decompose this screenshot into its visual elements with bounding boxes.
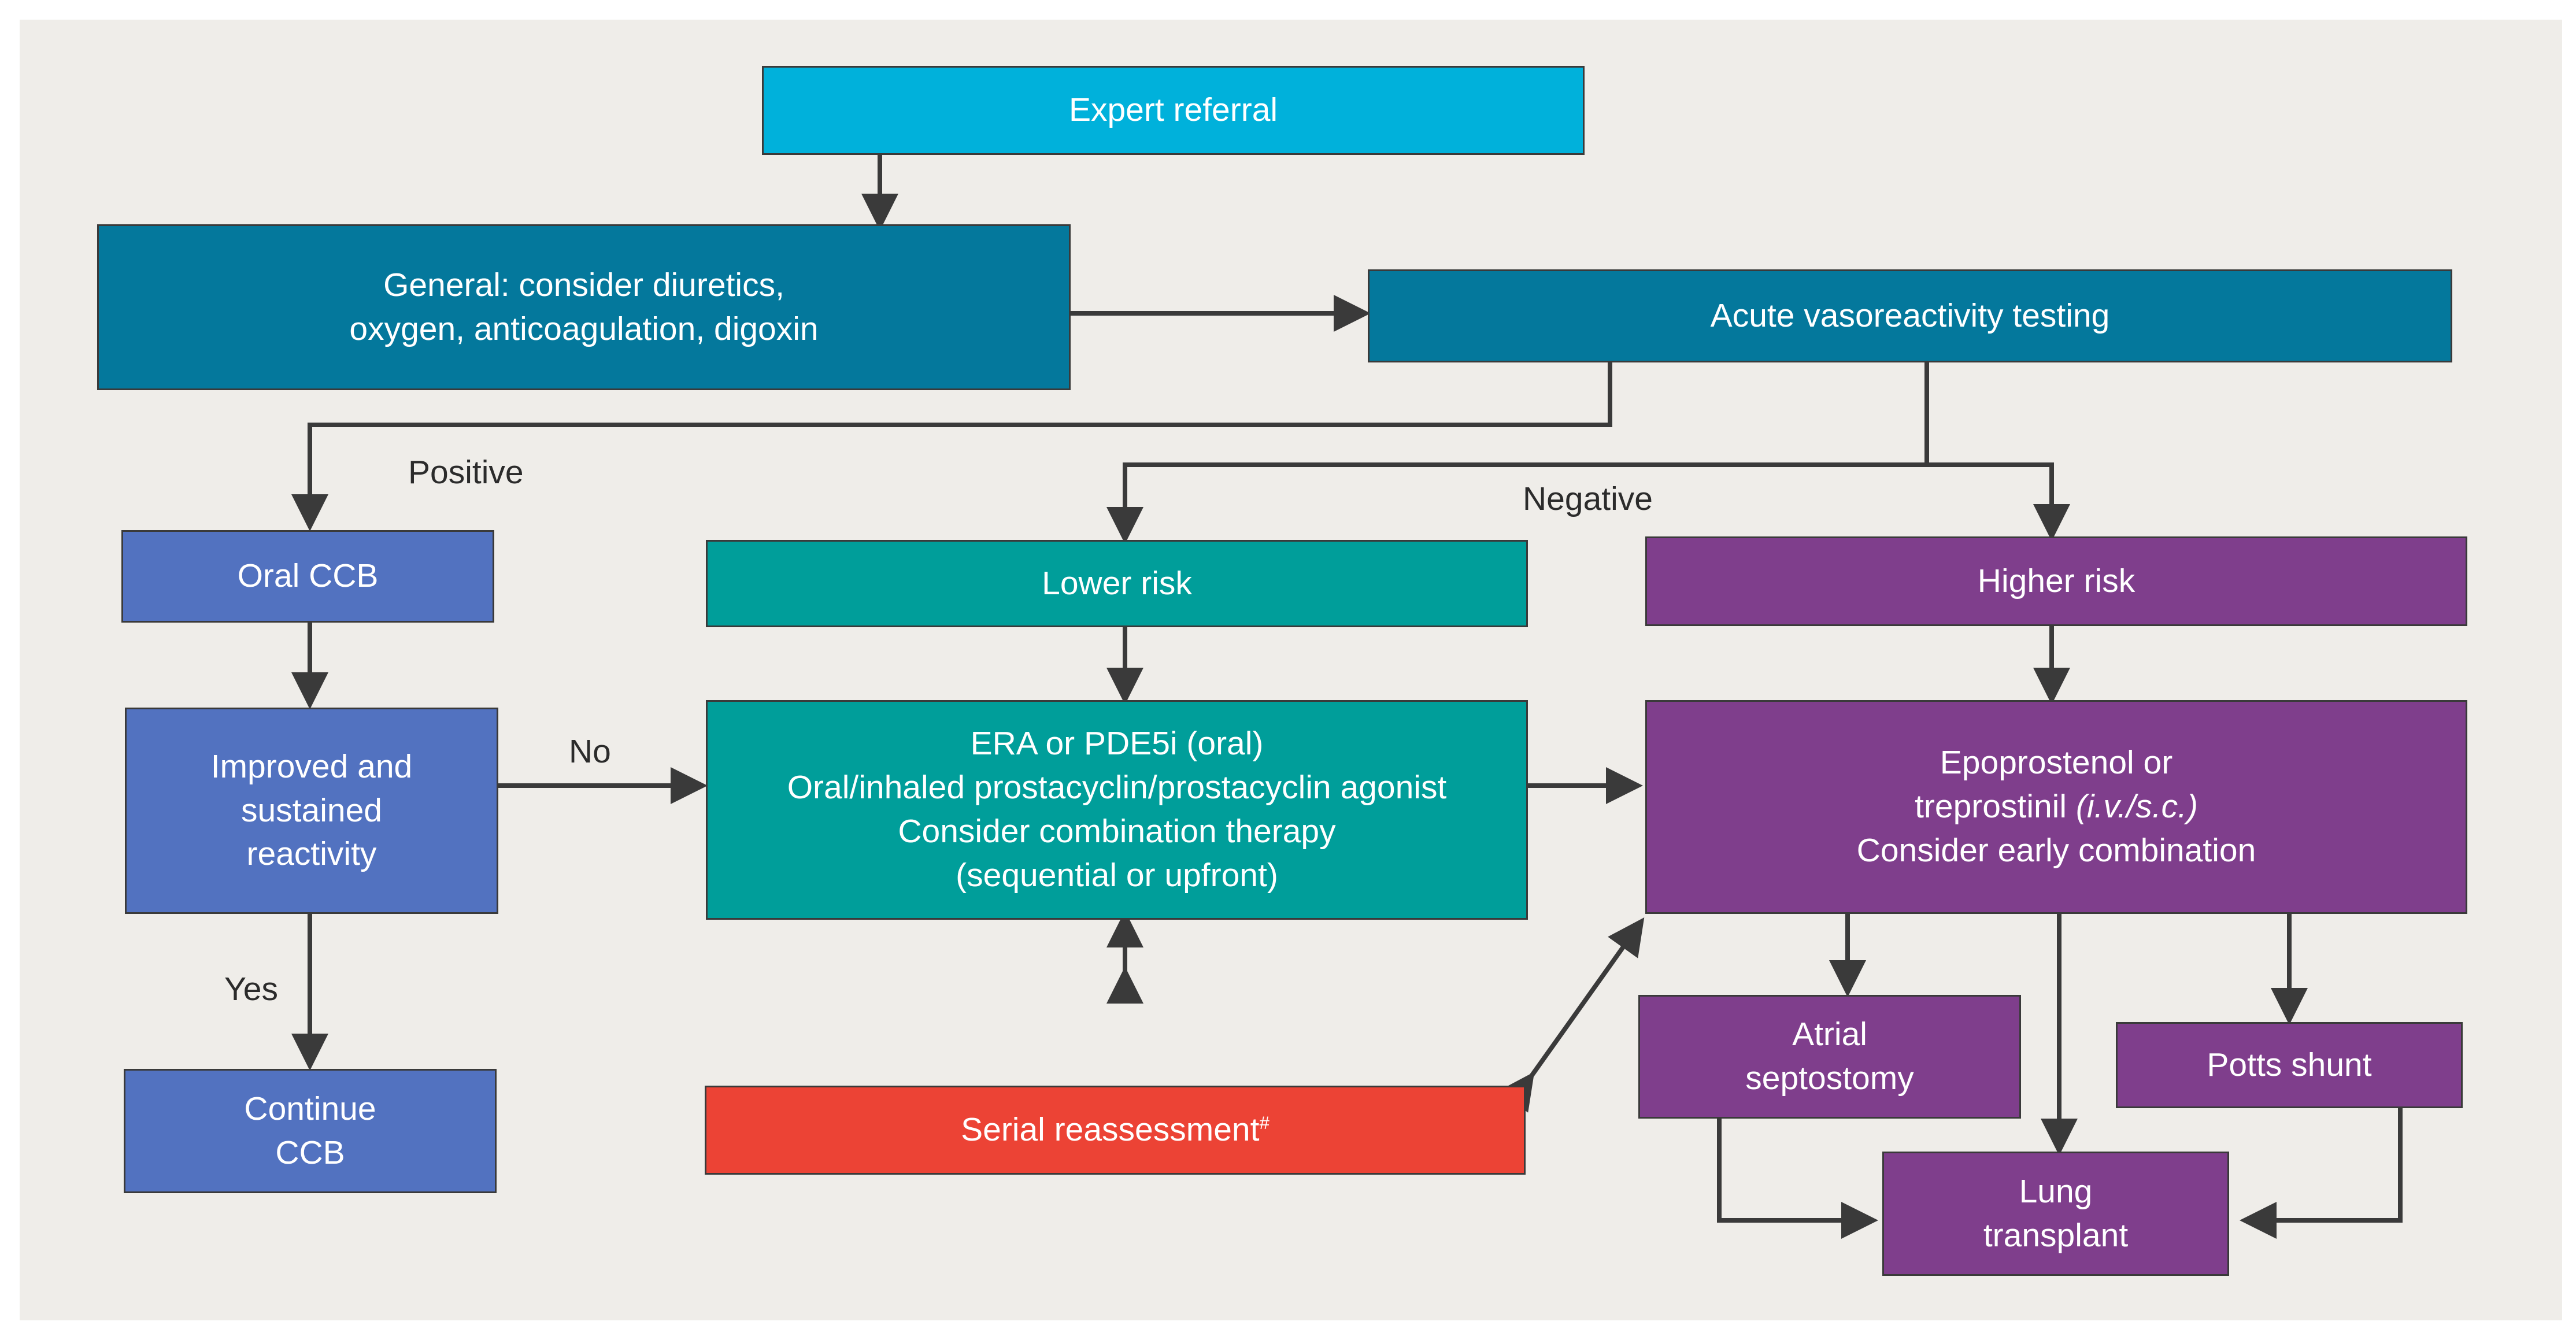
arrow-potts-to-lung xyxy=(2240,1108,2403,1239)
epoprostenol-line-1: Epoprostenol or xyxy=(1940,744,2173,782)
era-line-1: ERA or PDE5i (oral) xyxy=(970,725,1264,762)
improved-line-3: reactivity xyxy=(246,835,377,873)
lung-line-1: Lung xyxy=(2019,1172,2093,1210)
improved-line-1: Improved and xyxy=(210,747,413,785)
era-line-4: (sequential or upfront) xyxy=(956,856,1278,894)
oral-ccb-text: Oral CCB xyxy=(238,554,379,598)
general-measures-text: General: consider diuretics, oxygen, ant… xyxy=(349,264,818,351)
potts-shunt-text: Potts shunt xyxy=(2207,1043,2371,1087)
era-line-3: Consider combination therapy xyxy=(898,813,1336,850)
atrial-line-1: Atrial xyxy=(1792,1016,1867,1053)
treprostinil-label: treprostinil xyxy=(1915,788,2076,826)
continue-ccb-line-1: Continue xyxy=(244,1090,376,1127)
general-measures-line-2: oxygen, anticoagulation, digoxin xyxy=(349,310,819,347)
epoprostenol-therapy-box: Epoprostenol or treprostinil (i.v./s.c.)… xyxy=(1645,700,2467,914)
arrow-split-to-lower-risk xyxy=(1106,462,1927,544)
general-measures-box: General: consider diuretics, oxygen, ant… xyxy=(97,224,1071,390)
era-pde5i-therapy-text: ERA or PDE5i (oral) Oral/inhaled prostac… xyxy=(787,722,1447,897)
acute-vasoreactivity-testing-label: Acute vasoreactivity testing xyxy=(1710,297,2110,334)
footnote-marker: # xyxy=(1259,1113,1270,1134)
edge-label-positive: Positive xyxy=(408,454,524,491)
oral-ccb-label: Oral CCB xyxy=(237,557,379,595)
continue-ccb-box: Continue CCB xyxy=(124,1069,497,1193)
atrial-septostomy-text: Atrial septostomy xyxy=(1745,1013,1914,1101)
acute-vasoreactivity-testing-text: Acute vasoreactivity testing xyxy=(1711,294,2110,338)
serial-reassessment-box: Serial reassessment# xyxy=(705,1086,1526,1175)
arrow-testing-to-oral-ccb xyxy=(291,362,1612,531)
higher-risk-text: Higher risk xyxy=(1978,560,2135,604)
acute-vasoreactivity-testing-box: Acute vasoreactivity testing xyxy=(1368,269,2452,362)
serial-reassessment-text: Serial reassessment# xyxy=(961,1108,1270,1152)
continue-ccb-text: Continue CCB xyxy=(244,1087,376,1175)
expert-referral-box: Expert referral xyxy=(762,66,1585,155)
expert-referral-text: Expert referral xyxy=(1069,88,1278,132)
potts-shunt-label: Potts shunt xyxy=(2207,1046,2372,1083)
lung-transplant-text: Lung transplant xyxy=(1983,1170,2128,1258)
arrow-split-to-higher-risk xyxy=(1927,462,2070,541)
arrow-serial-epoprostenol-bidirectional xyxy=(1498,917,1645,1113)
general-measures-line-1: General: consider diuretics, xyxy=(383,266,784,303)
improved-sustained-reactivity-text: Improved and sustained reactivity xyxy=(211,745,413,876)
epoprostenol-therapy-text: Epoprostenol or treprostinil (i.v./s.c.)… xyxy=(1857,741,2256,872)
improved-sustained-reactivity-box: Improved and sustained reactivity xyxy=(125,708,498,914)
edge-label-no: No xyxy=(569,733,611,770)
lower-risk-text: Lower risk xyxy=(1042,562,1192,606)
atrial-line-2: septostomy xyxy=(1745,1060,1914,1097)
lower-risk-box: Lower risk xyxy=(706,540,1528,627)
serial-reassessment-line: Serial reassessment# xyxy=(961,1108,1270,1152)
era-line-2: Oral/inhaled prostacyclin/prostacyclin a… xyxy=(787,769,1447,806)
lung-line-2: transplant xyxy=(1983,1216,2129,1254)
atrial-septostomy-box: Atrial septostomy xyxy=(1638,995,2021,1119)
higher-risk-label: Higher risk xyxy=(1977,562,2135,599)
edge-label-negative: Negative xyxy=(1523,480,1653,517)
epoprostenol-line-3: Consider early combination xyxy=(1856,831,2256,869)
arrow-atrial-to-lung xyxy=(1717,1119,1878,1239)
oral-ccb-box: Oral CCB xyxy=(121,530,494,623)
serial-reassessment-label: Serial reassessment xyxy=(961,1111,1260,1149)
lung-transplant-box: Lung transplant xyxy=(1882,1152,2229,1276)
continue-ccb-line-2: CCB xyxy=(275,1134,345,1171)
expert-referral-label: Expert referral xyxy=(1068,91,1278,129)
edge-label-yes: Yes xyxy=(224,971,278,1008)
lower-risk-label: Lower risk xyxy=(1042,564,1192,602)
potts-shunt-box: Potts shunt xyxy=(2116,1022,2463,1108)
improved-line-2: sustained xyxy=(240,791,382,829)
epoprostenol-line-2: treprostinil (i.v./s.c.) xyxy=(1857,785,2256,829)
era-pde5i-therapy-box: ERA or PDE5i (oral) Oral/inhaled prostac… xyxy=(706,700,1528,920)
route-label: (i.v./s.c.) xyxy=(2075,788,2198,826)
higher-risk-box: Higher risk xyxy=(1645,536,2467,626)
